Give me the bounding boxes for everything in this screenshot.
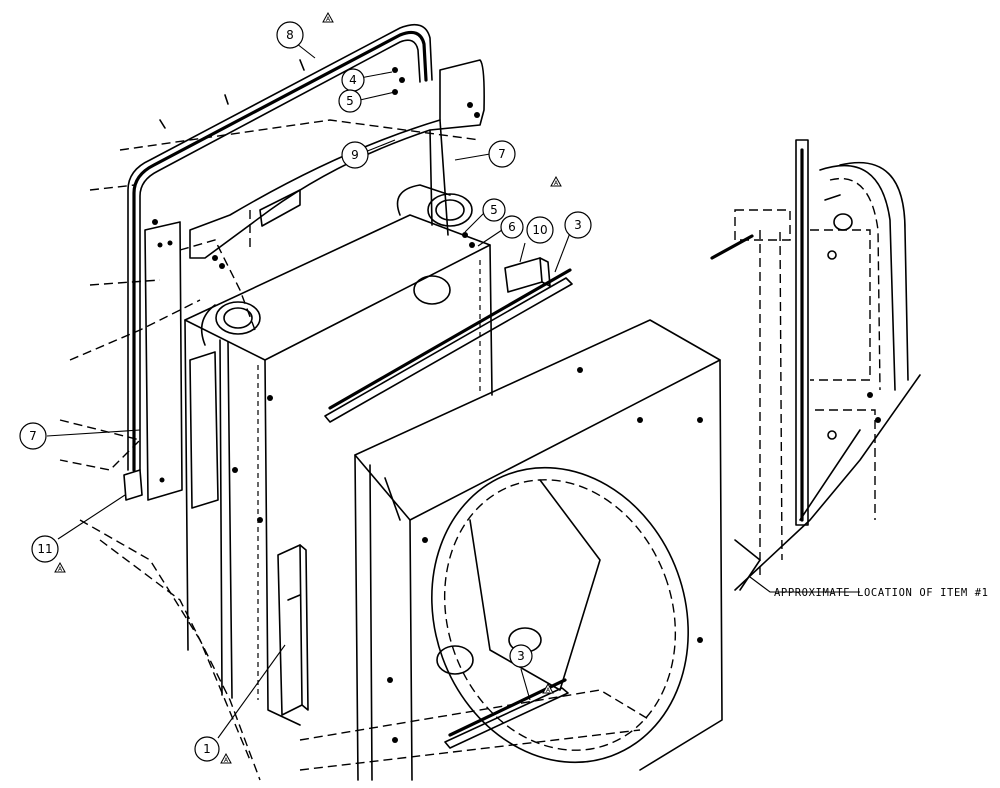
- hose-elbows: [200, 184, 473, 346]
- callout-7-upper: 7: [488, 140, 516, 168]
- callout-8-label: 8: [286, 28, 294, 42]
- revision-triangle: A: [550, 175, 562, 187]
- callout-5-lower: 5: [482, 198, 506, 222]
- callout-7-lower-label: 7: [29, 429, 37, 443]
- revision-triangle: A: [220, 752, 232, 764]
- callout-1: 1: [194, 736, 220, 762]
- callout-5-upper: 5: [338, 89, 362, 113]
- callout-4: 4: [341, 68, 365, 92]
- hardware-bolts: [152, 67, 480, 269]
- callout-11: 11: [31, 535, 59, 563]
- callout-9-label: 9: [351, 148, 359, 162]
- callout-10-label: 10: [532, 223, 547, 237]
- callout-7-lower: 7: [19, 422, 47, 450]
- callout-6-label: 6: [508, 220, 516, 234]
- revision-triangle-label: A: [326, 16, 331, 23]
- leader-lines: [46, 39, 571, 739]
- shroud: [189, 59, 485, 259]
- callout-3-lower-label: 3: [517, 649, 525, 663]
- revision-triangle-label: A: [554, 180, 559, 187]
- bracket: [123, 469, 143, 501]
- callout-3-upper-label: 3: [574, 218, 582, 232]
- callout-10: 10: [526, 216, 554, 244]
- hose-guard: [127, 23, 433, 472]
- callout-5-lower-label: 5: [490, 203, 498, 217]
- side-panel-left: [144, 221, 183, 501]
- revision-triangle: A: [322, 11, 334, 23]
- location-note: APPROXIMATE LOCATION OF ITEM #1: [774, 587, 989, 599]
- detail-view: [710, 139, 921, 593]
- callout-3-upper: 3: [564, 211, 592, 239]
- radiator: [184, 214, 493, 726]
- callout-4-label: 4: [349, 73, 357, 87]
- callout-9: 9: [341, 141, 369, 169]
- callout-7-upper-label: 7: [498, 147, 506, 161]
- revision-triangle-label: A: [546, 687, 551, 694]
- callout-8: 8: [276, 21, 304, 49]
- fan-shroud: [354, 319, 723, 781]
- revision-triangle-label: A: [224, 757, 229, 764]
- foam-block: [277, 544, 309, 716]
- revision-triangle: A: [542, 682, 554, 694]
- callout-6: 6: [500, 215, 524, 239]
- revision-markers: A A A A A: [54, 11, 562, 764]
- callout-bubbles: 8 4 5 9 7 5 6 10: [19, 21, 592, 762]
- callout-5-upper-label: 5: [346, 94, 354, 108]
- seal-strip-upper: [324, 268, 573, 423]
- foam-pad: [504, 257, 551, 293]
- revision-triangle: A: [54, 561, 66, 573]
- callout-1-label: 1: [203, 742, 211, 756]
- revision-triangle-label: A: [58, 566, 63, 573]
- callout-11-label: 11: [37, 542, 52, 556]
- callout-3-lower: 3: [509, 644, 533, 668]
